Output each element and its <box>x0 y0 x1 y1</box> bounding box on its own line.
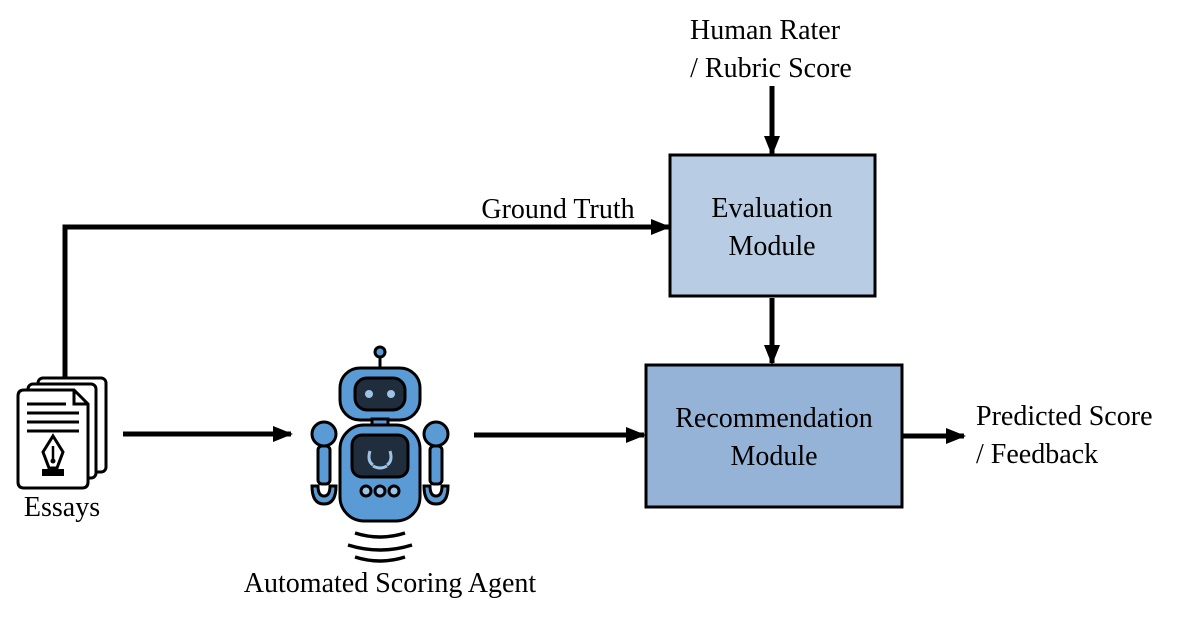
ground-truth-label: Ground Truth <box>481 194 634 225</box>
evaluation-module-label-line2: Module <box>728 231 815 262</box>
evaluation-module-label-line1: Evaluation <box>711 193 832 224</box>
feedback-label: / Feedback <box>976 439 1098 470</box>
essays-label: Essays <box>24 492 100 523</box>
predicted-score-label: Predicted Score <box>976 401 1153 432</box>
recommendation-module-label-line2: Module <box>730 441 817 472</box>
evaluation-module-box: Evaluation Module <box>668 153 877 298</box>
rubric-score-label: / Rubric Score <box>690 53 852 84</box>
essay-documents-icon <box>16 376 108 490</box>
arrow-ground-truth <box>62 219 671 380</box>
human-rater-label: Human Rater <box>690 15 841 46</box>
automated-scoring-agent-label: Automated Scoring Agent <box>244 568 537 599</box>
robot-icon <box>310 345 450 563</box>
recommendation-module-label-line1: Recommendation <box>675 403 873 434</box>
recommendation-module-box: Recommendation Module <box>644 363 904 509</box>
